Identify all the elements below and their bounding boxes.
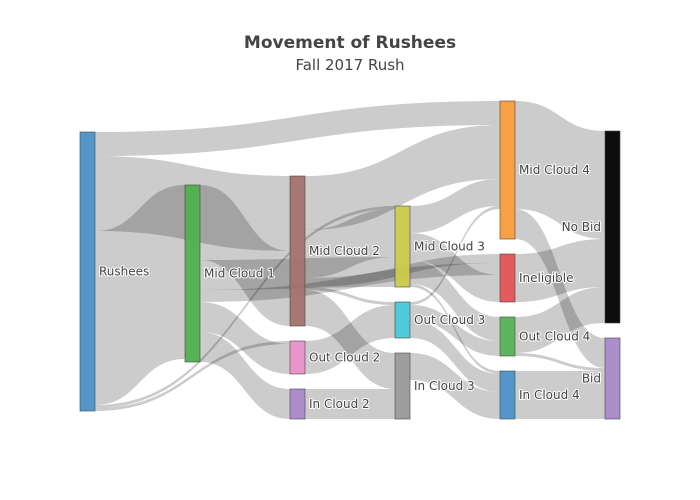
node-ic2[interactable]: [289, 388, 306, 420]
node-mc1[interactable]: [184, 184, 201, 363]
link-ic2-to-ic3[interactable]: [305, 389, 395, 419]
link-mc2-to-mc3[interactable]: [305, 209, 395, 278]
link-oc3-to-mc4[interactable]: [410, 206, 500, 305]
node-nobid[interactable]: [604, 130, 621, 324]
link-ic4-to-bid[interactable]: [515, 371, 605, 419]
node-mc3[interactable]: [394, 205, 411, 288]
chart-subtitle: Fall 2017 Rush: [295, 56, 405, 74]
link-mc3-to-inel[interactable]: [410, 233, 500, 302]
node-label-inel: Ineligible: [519, 271, 573, 285]
link-mc1-to-ic2[interactable]: [200, 332, 290, 419]
node-label-mc2: Mid Cloud 2: [309, 244, 380, 258]
link-mc4-to-bid[interactable]: [515, 209, 605, 368]
node-label-mc3: Mid Cloud 3: [414, 240, 485, 254]
link-mc1-to-inel[interactable]: [200, 263, 500, 302]
link-rushees-to-mc4[interactable]: [95, 101, 500, 156]
link-rushees-to-mc3[interactable]: [95, 206, 395, 408]
node-label-rushees: Rushees: [99, 265, 149, 279]
link-rushees-to-oc2[interactable]: [95, 341, 290, 411]
node-label-ic3: In Cloud 3: [414, 379, 475, 393]
link-oc3-to-oc4[interactable]: [410, 305, 500, 356]
link-mc4-to-nobid[interactable]: [515, 101, 605, 239]
link-inel-to-nobid[interactable]: [515, 239, 605, 302]
node-mc2[interactable]: [289, 175, 306, 327]
link-mc3-to-oc4[interactable]: [410, 260, 500, 341]
link-mc2-to-mc4[interactable]: [305, 125, 500, 230]
node-ic3[interactable]: [394, 352, 411, 420]
node-label-oc2: Out Cloud 2: [309, 351, 380, 365]
node-bid[interactable]: [604, 337, 621, 420]
links-layer: [95, 101, 605, 419]
node-label-mc1: Mid Cloud 1: [204, 267, 275, 281]
labels-layer: Rushees Mid Cloud 1 Mid Cloud 2 Out Cloud 2…: [98, 162, 602, 412]
node-rushees[interactable]: [79, 131, 96, 412]
node-label-ic2: In Cloud 2: [309, 397, 370, 411]
node-oc4[interactable]: [499, 316, 516, 357]
node-label-bid: Bid: [582, 372, 601, 386]
link-mc2-to-oc3[interactable]: [305, 287, 395, 305]
node-label-oc3: Out Cloud 3: [414, 313, 485, 327]
node-label-nobid: No Bid: [562, 220, 601, 234]
node-label-oc4: Out Cloud 4: [519, 330, 590, 344]
nodes-layer: [79, 100, 621, 420]
node-mc4[interactable]: [499, 100, 516, 240]
node-oc3[interactable]: [394, 301, 411, 339]
link-mc1-to-oc2[interactable]: [200, 302, 290, 374]
link-oc2-to-oc3[interactable]: [305, 305, 395, 374]
link-mc3-to-ic4[interactable]: [410, 284, 500, 374]
link-rushees-to-mc1[interactable]: [95, 185, 185, 405]
link-mc3-to-mc4[interactable]: [410, 179, 500, 233]
chart-title: Movement of Rushees: [243, 33, 457, 53]
node-label-mc4: Mid Cloud 4: [519, 163, 590, 177]
link-mc2-to-ic3[interactable]: [305, 290, 395, 389]
link-ic3-to-ic4[interactable]: [410, 353, 500, 419]
node-ic4[interactable]: [499, 370, 516, 420]
node-inel[interactable]: [499, 253, 516, 303]
node-label-ic4: In Cloud 4: [519, 388, 580, 402]
link-oc4-to-nobid[interactable]: [515, 287, 605, 353]
link-oc3-to-ic4[interactable]: [410, 320, 500, 392]
link-mc1-to-mc2[interactable]: [200, 185, 290, 326]
node-oc2[interactable]: [289, 340, 306, 375]
link-oc4-to-bid[interactable]: [515, 353, 605, 371]
